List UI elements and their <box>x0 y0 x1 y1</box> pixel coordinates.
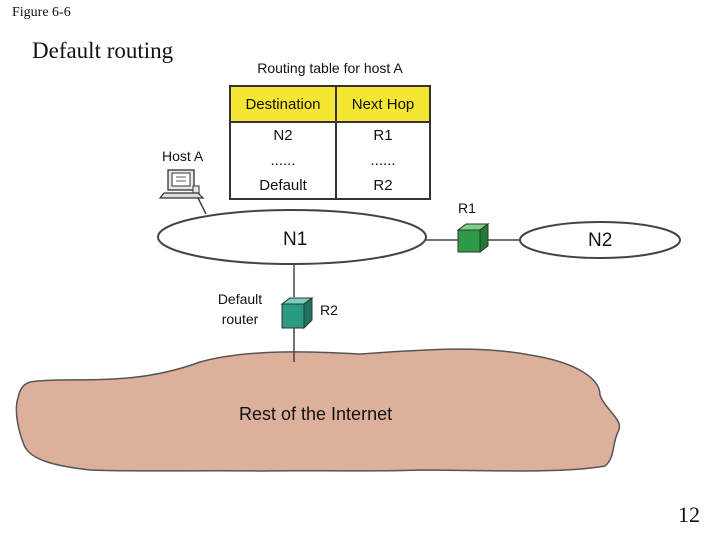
network-n2 <box>519 221 681 259</box>
router-r2-label: R2 <box>320 302 338 318</box>
internet-cloud <box>15 348 621 472</box>
header-next-hop: Next Hop <box>335 85 431 123</box>
router-r1-label: R1 <box>458 200 476 216</box>
network-n1 <box>157 209 427 265</box>
slide-title: Default routing <box>32 38 174 63</box>
destination-cell: N2 <box>229 122 337 148</box>
next-hop-cell: ...... <box>335 148 431 173</box>
default-router-label-line1: Default <box>217 291 263 307</box>
table-row: ...... ...... <box>229 148 431 173</box>
next-hop-cell: R2 <box>335 173 431 200</box>
router-r1-icon <box>456 223 490 253</box>
next-hop-cell: R1 <box>335 122 431 148</box>
router-r2-icon <box>280 297 314 330</box>
network-n1-label: N1 <box>283 229 308 250</box>
figure-label: Figure 6-6 <box>12 5 71 20</box>
routing-table: Destination Next Hop N2 R1 ...... ......… <box>229 85 431 200</box>
destination-cell: Default <box>229 173 337 200</box>
table-row: Default R2 <box>229 173 431 200</box>
computer-icon <box>158 169 205 199</box>
header-destination: Destination <box>229 85 337 123</box>
host-a-label: Host A <box>162 148 204 164</box>
page-number: 12 <box>678 502 700 527</box>
internet-label: Rest of the Internet <box>239 404 393 424</box>
destination-cell: ...... <box>229 148 337 173</box>
table-row: N2 R1 <box>229 122 431 148</box>
routing-table-caption: Routing table for host A <box>257 60 403 76</box>
network-n2-label: N2 <box>588 230 613 251</box>
routing-table-header-row: Destination Next Hop <box>229 85 431 123</box>
default-router-label-line2: router <box>221 311 259 327</box>
